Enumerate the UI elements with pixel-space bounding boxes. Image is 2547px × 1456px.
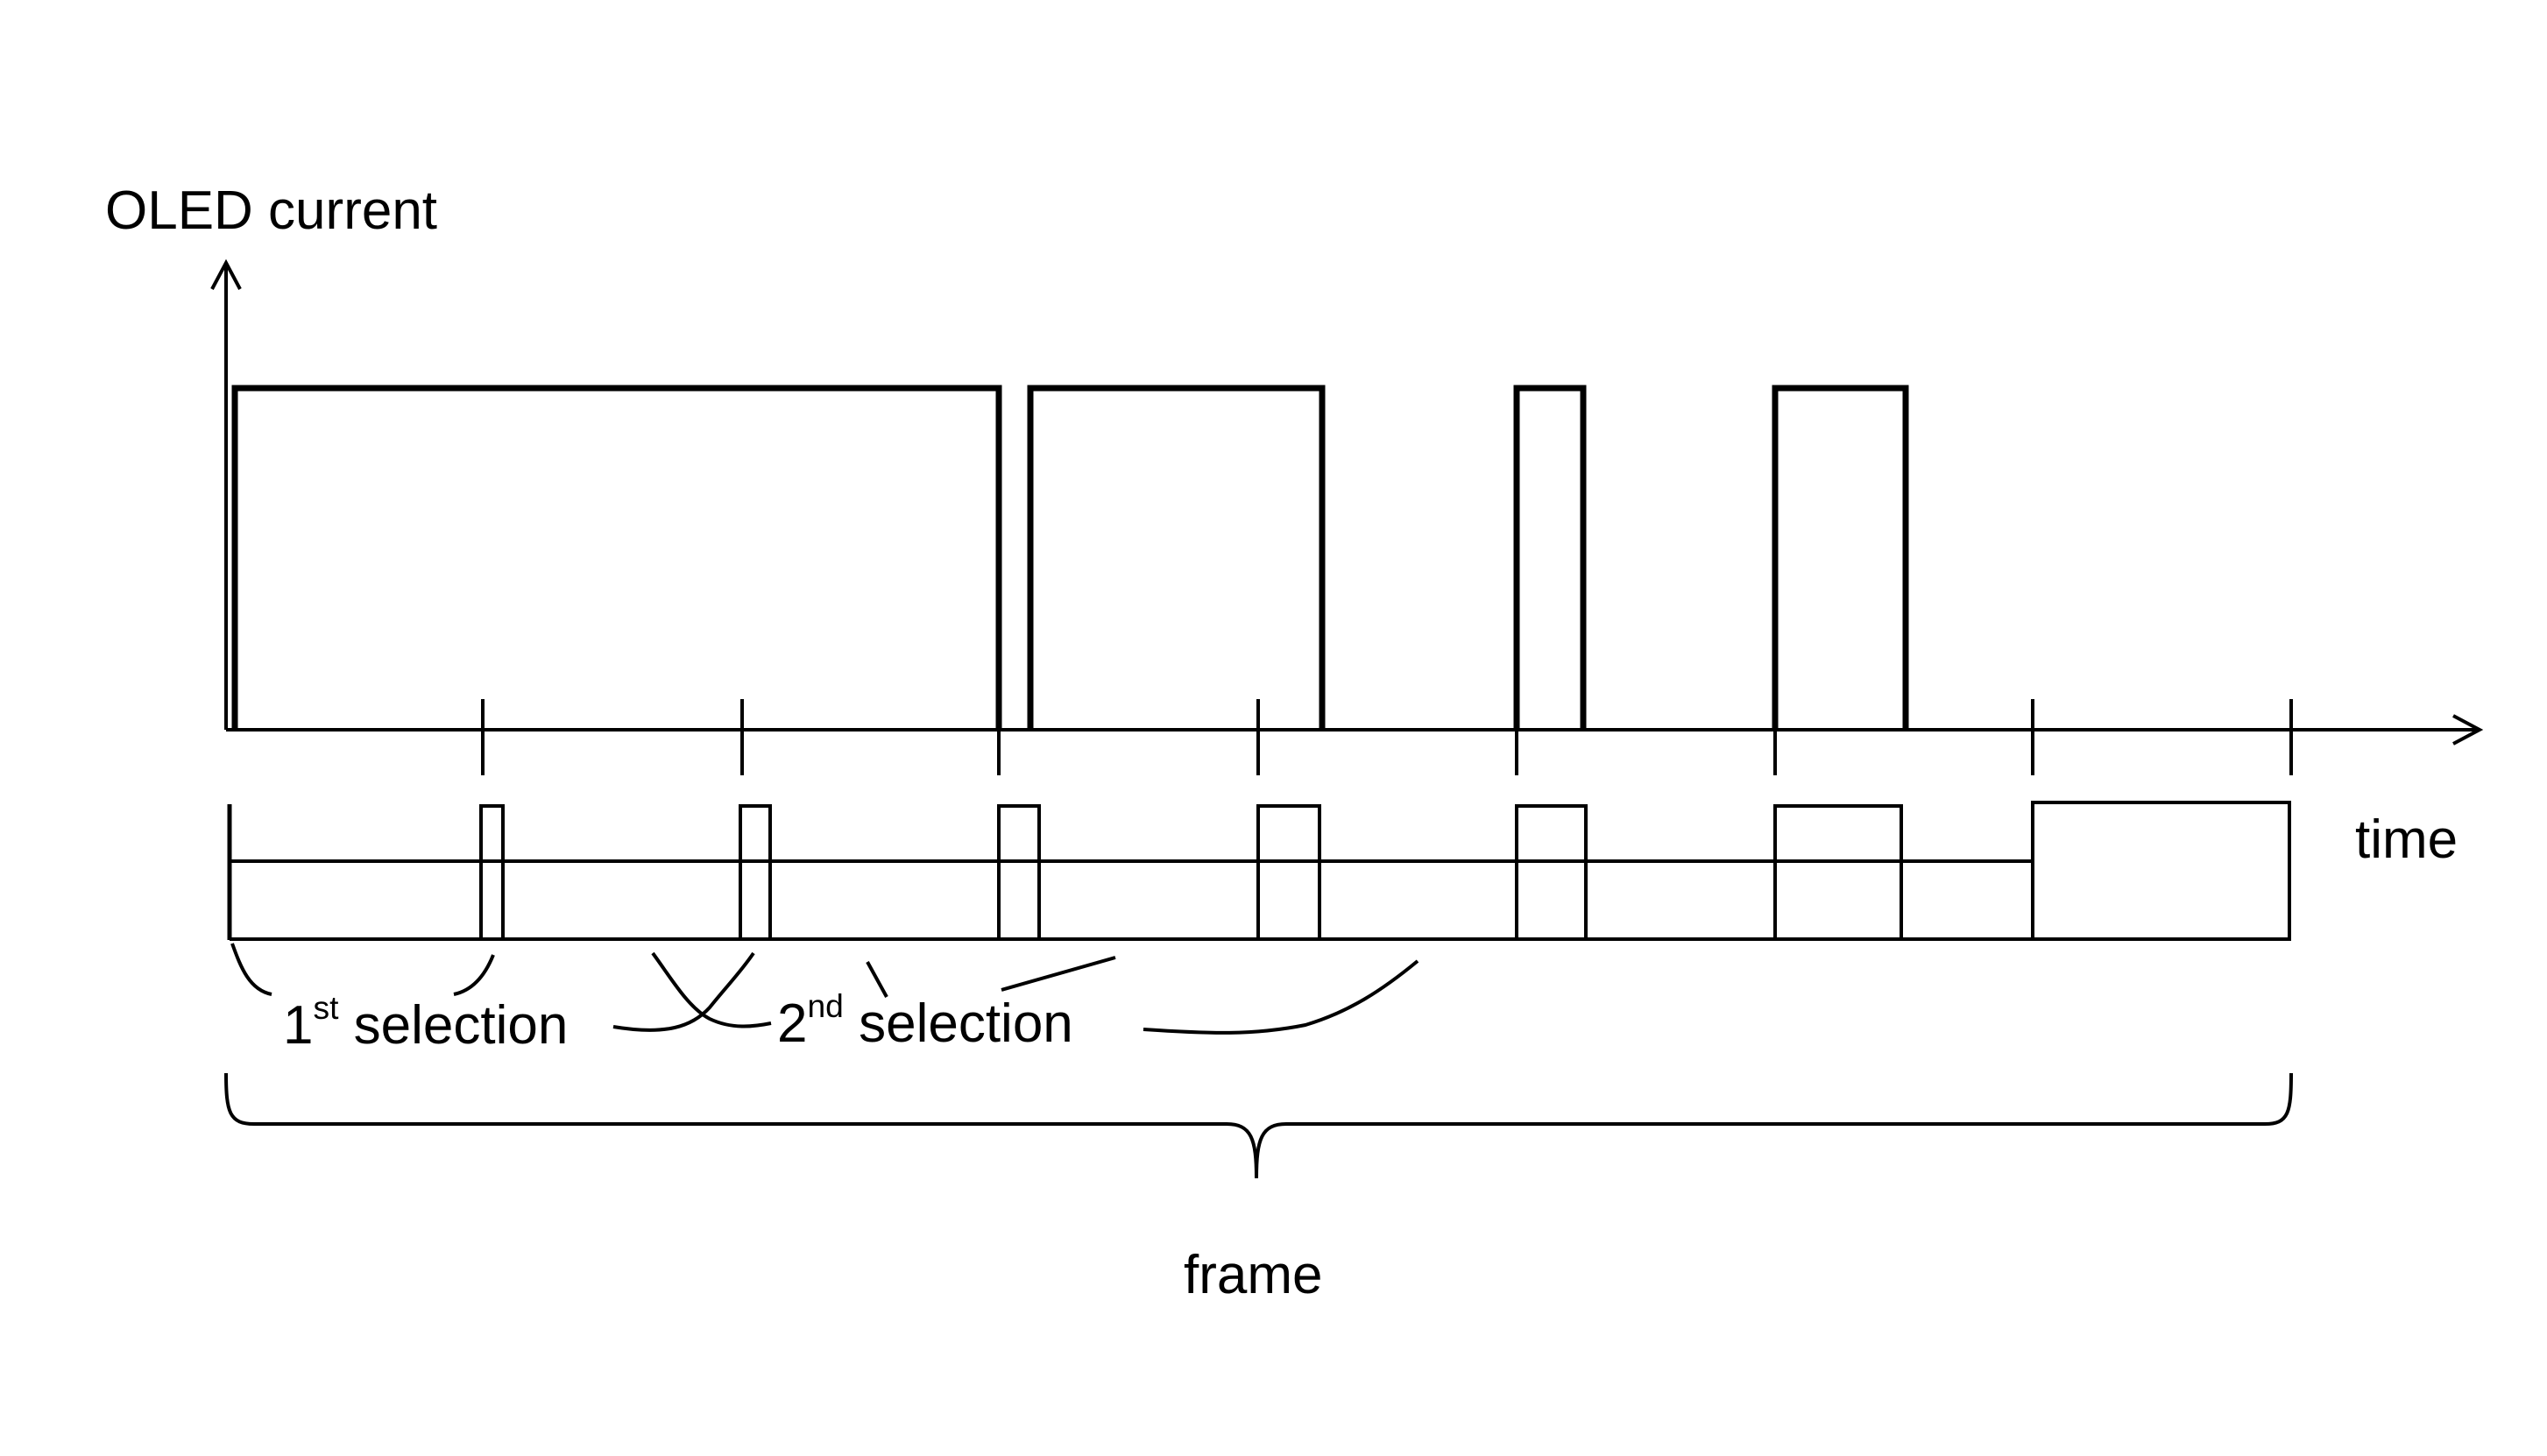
selection-connector — [613, 953, 753, 1030]
frame-label: frame — [1184, 1248, 1322, 1303]
y-axis-label: OLED current — [105, 184, 437, 238]
address-pulse — [2033, 802, 2289, 939]
address-pulse — [740, 806, 770, 939]
address-pulse — [481, 806, 503, 939]
current-pulse-2 — [1030, 388, 1322, 730]
address-pulse — [999, 806, 1039, 939]
current-pulse-3 — [1517, 388, 1583, 730]
selection-connector — [653, 953, 771, 1027]
second-selection-text: selection — [844, 993, 1073, 1054]
x-axis-label: time — [2355, 813, 2458, 867]
address-pulse — [1517, 806, 1586, 939]
first-selection-superscript: st — [313, 989, 338, 1026]
address-pulse — [1258, 806, 1319, 939]
address-pulse — [1775, 806, 1901, 939]
first-selection-bracket-left — [232, 944, 272, 994]
second-selection-label: 2nd selection — [777, 997, 1073, 1051]
second-selection-bracket-a — [867, 962, 887, 997]
current-pulse-1 — [235, 388, 999, 730]
frame-brace — [226, 1073, 2291, 1178]
second-selection-superscript: nd — [807, 987, 843, 1024]
first-selection-bracket-right — [454, 955, 493, 994]
first-selection-text: selection — [338, 995, 568, 1056]
second-selection-number: 2 — [777, 993, 807, 1054]
current-pulse-4 — [1775, 388, 1906, 730]
second-selection-bracket-c — [1143, 961, 1418, 1033]
first-selection-number: 1 — [283, 995, 313, 1056]
first-selection-label: 1st selection — [283, 999, 568, 1053]
second-selection-bracket-b — [1001, 958, 1115, 990]
